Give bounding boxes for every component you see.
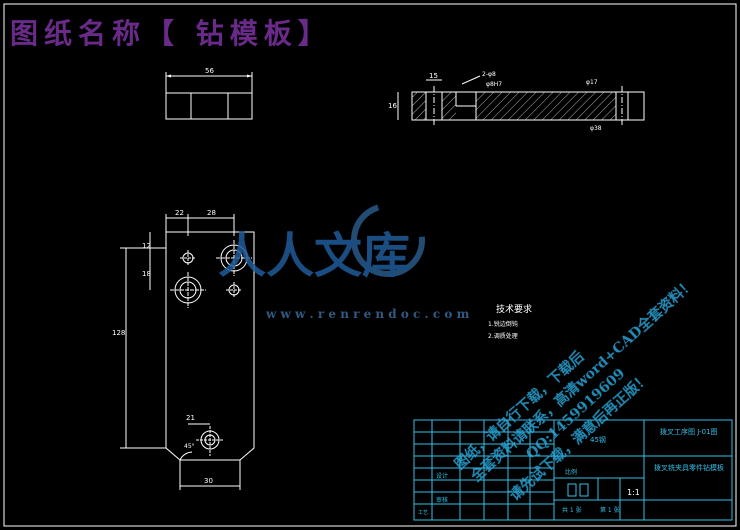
front-top-dim-a: 22 <box>175 209 184 217</box>
title-block-material: 45钢 <box>590 435 606 444</box>
watermark-logo-text: 人人文库 <box>218 228 410 284</box>
tech-req-item-1: 1.锐边倒钝 <box>488 320 518 328</box>
front-low-dim: 21 <box>186 414 195 422</box>
title-block: 45钢 拨叉工序图 J-01图 拨叉铣夹具零件钻模板 比例 1:1 共 1 张 … <box>413 419 733 521</box>
section-right-dim-2: φ38 <box>590 125 602 132</box>
title-block-sheet: 共 1 张 <box>562 506 582 514</box>
top-view: 56 <box>165 67 253 120</box>
section-hole-note-2: φ8H7 <box>486 81 502 88</box>
tech-req-heading: 技术要求 <box>496 303 532 315</box>
front-top-dim-b: 28 <box>207 209 216 217</box>
section-height-dim: 16 <box>388 102 397 110</box>
front-view: 22 28 12 18 128 <box>112 209 255 490</box>
drawing-title-banner: 图纸名称【 钻模板】 <box>10 17 332 50</box>
watermark-url: w w w . r e n r e n d o c . c o m <box>265 307 470 321</box>
front-chamfer-dim: 45° <box>184 443 195 450</box>
tech-req-item-2: 2.调质处理 <box>488 332 518 340</box>
title-block-designer-label: 设计 <box>436 472 448 480</box>
title-block-sheet-no: 第 1 张 <box>600 506 620 514</box>
title-block-drawing-title: 拨叉铣夹具零件钻模板 <box>654 463 724 472</box>
watermark: 人人文库 w w w . r e n r e n d o c . c o m 图… <box>218 203 698 504</box>
title-block-checker-label: 审核 <box>436 496 448 504</box>
section-hole-note: 2-φ8 <box>482 71 496 78</box>
front-left-dim-a: 12 <box>142 242 151 250</box>
front-left-dim-b: 18 <box>142 270 151 278</box>
top-view-width-dim: 56 <box>205 67 214 75</box>
title-block-process-name: 拨叉工序图 J-01图 <box>660 427 717 436</box>
section-view: 15 16 2-φ8 φ8H7 φ17 φ38 <box>388 71 645 132</box>
technical-requirements: 技术要求 1.锐边倒钝 2.调质处理 <box>488 303 532 340</box>
title-block-scale: 1:1 <box>627 488 640 497</box>
front-height-dim: 128 <box>112 329 125 337</box>
section-left-dim: 15 <box>429 72 438 80</box>
front-bottom-dim: 30 <box>204 477 213 485</box>
section-right-dim: φ17 <box>586 79 598 86</box>
title-block-scale-label: 比例 <box>565 468 577 476</box>
drawing-border <box>3 3 737 527</box>
title-block-approve-label: 工艺 <box>418 510 428 516</box>
